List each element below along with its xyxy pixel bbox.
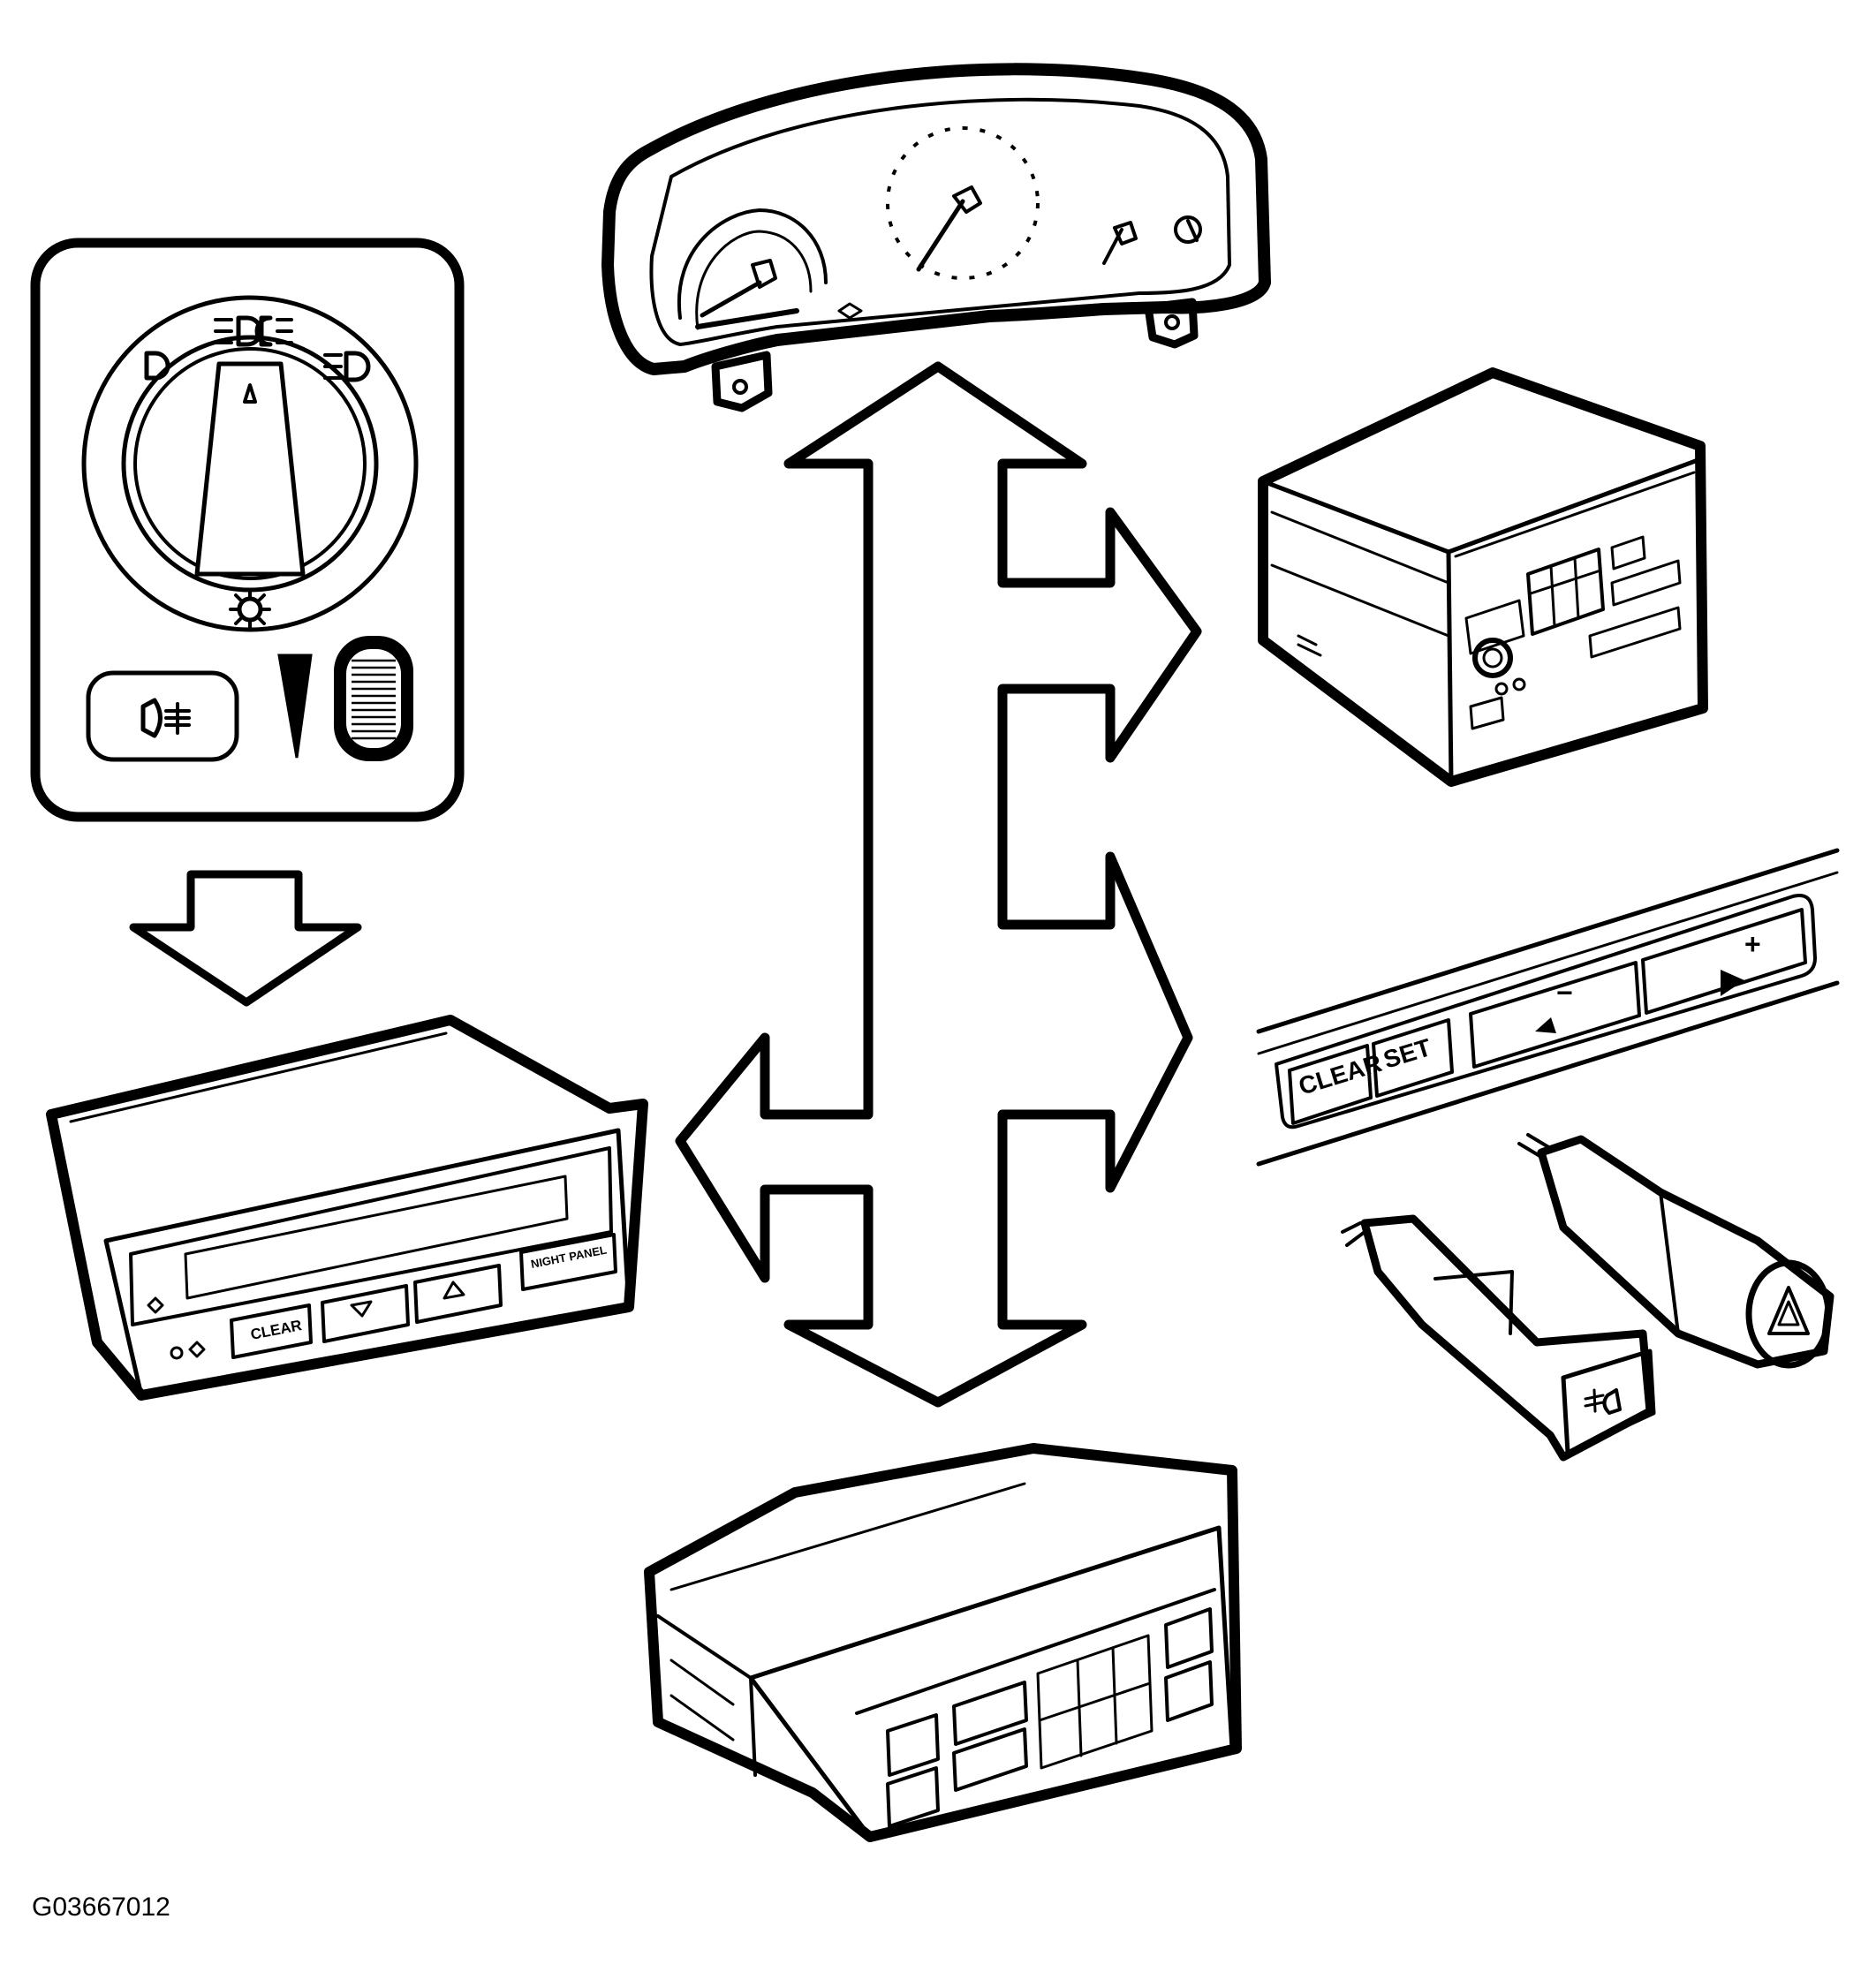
instrument-cluster [601,63,1271,412]
clear-button[interactable]: CLEAR [1288,1044,1385,1125]
fog-lamp-icon [140,698,191,738]
rear-fog-switch [1341,1214,1656,1462]
light-switch-panel [30,238,465,822]
display-clear-button[interactable]: CLEAR [230,1303,313,1359]
hazard-triangle-icon [1767,1286,1810,1335]
panel-illumination-icon [229,588,271,631]
high-beam-icon [323,351,371,382]
low-beam-icon [214,315,293,347]
plus-label: + [1744,928,1761,960]
parking-lamp-icon [144,351,170,381]
dimmer-indicator-icon [277,654,313,759]
climate-control-unit [644,1443,1242,1842]
figure-id: G03667012 [32,1893,170,1922]
headlamp-switch-knob-icon [81,295,419,632]
speed-plus-button[interactable]: + [1641,908,1807,1015]
display-clear-label: CLEAR [249,1317,303,1343]
dimmer-thumbwheel[interactable] [334,636,413,761]
speed-minus-button[interactable]: − [1469,961,1641,1069]
minus-label: − [1556,977,1573,1009]
display-up-button[interactable] [413,1264,503,1324]
fog-lamp-button[interactable] [86,670,239,762]
radio-unit [1258,367,1708,787]
night-panel-button[interactable]: NIGHT PANEL [519,1233,617,1291]
display-down-button[interactable] [321,1284,410,1343]
down-arrow [129,870,362,1007]
message-display-panel: CLEAR NIGHT PANEL [46,1015,648,1401]
rear-fog-lamp-icon [1584,1388,1622,1415]
bus-arrows [675,361,1202,1408]
hazard-switch [1517,1133,1834,1369]
cruise-control-strip: CLEAR SET − + [1256,848,1840,1167]
